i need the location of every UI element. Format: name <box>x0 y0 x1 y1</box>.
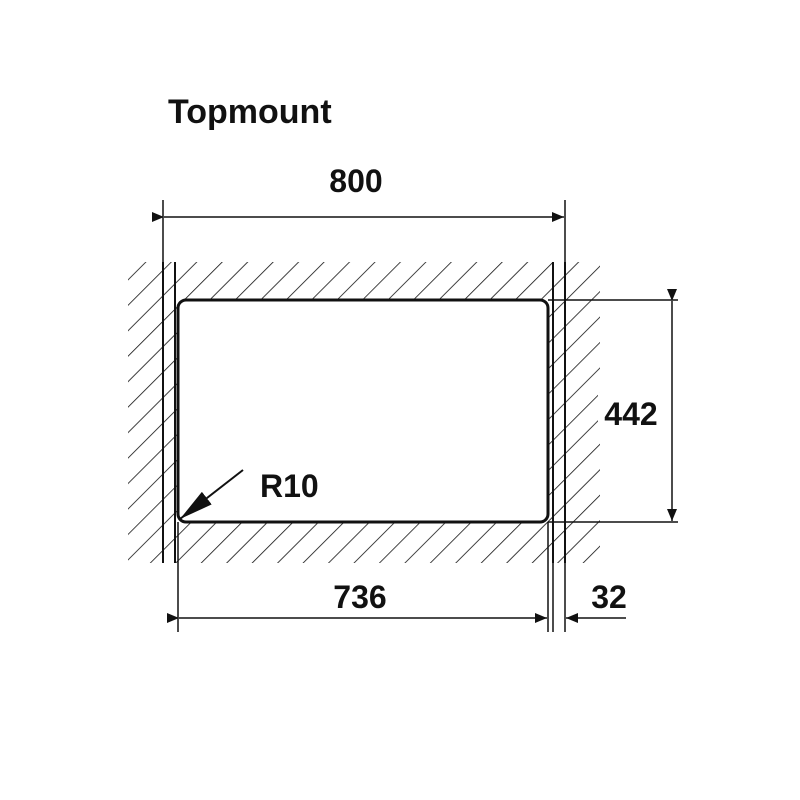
dim-label-corner-radius: R10 <box>260 468 319 504</box>
dim-label-cutout-depth: 442 <box>604 396 657 432</box>
dim-label-cutout-width: 736 <box>333 579 386 615</box>
dim-442-label-bg <box>598 393 666 433</box>
cutout-outline <box>176 298 550 524</box>
dim-label-overall-width: 800 <box>329 163 382 199</box>
drawing-title: Topmount <box>168 93 332 131</box>
radius-leader-arrow <box>179 469 244 520</box>
dim-label-rim-width: 32 <box>591 579 627 615</box>
